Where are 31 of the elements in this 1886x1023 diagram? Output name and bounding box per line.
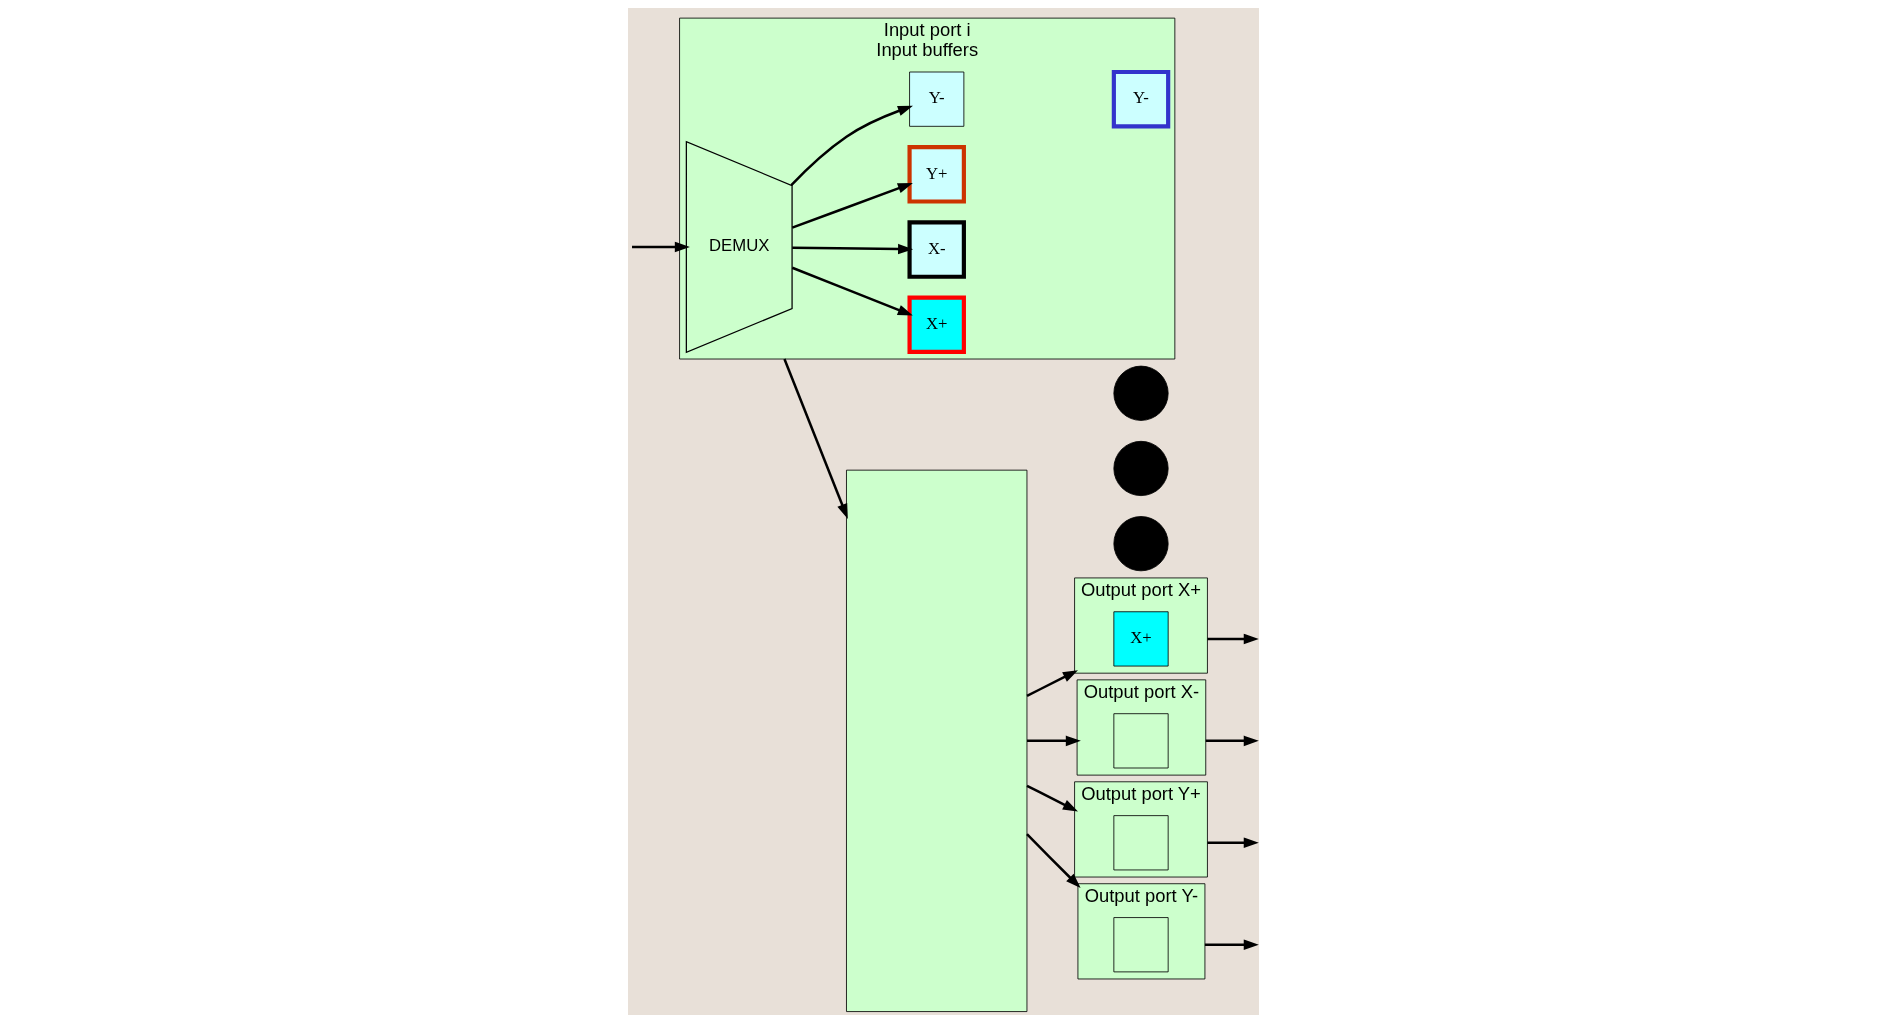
node-box	[1112, 713, 1169, 769]
node-box: X-	[906, 220, 966, 279]
node-circle	[1112, 440, 1169, 497]
node-box: Y+	[906, 145, 966, 204]
arrow	[789, 105, 913, 187]
node-box	[845, 469, 1027, 1012]
arrow	[1026, 735, 1081, 747]
node-circle	[1112, 516, 1169, 572]
arrow	[791, 243, 913, 255]
arrow	[631, 241, 690, 253]
node-box: X+	[1112, 611, 1169, 667]
node-circle	[1112, 365, 1169, 421]
arrow	[1025, 833, 1081, 889]
node-box: Y-	[1111, 69, 1170, 129]
arrow	[1025, 784, 1078, 812]
arrow	[791, 266, 913, 316]
arrow	[782, 358, 848, 519]
cluster: Output port Y+	[1073, 781, 1208, 878]
cluster: Output port X-	[1076, 679, 1206, 776]
arrow	[1206, 633, 1259, 645]
node-box: Y-	[908, 71, 964, 127]
arrow	[1206, 837, 1259, 849]
node-box: DEMUX	[685, 140, 793, 354]
arrow	[1025, 670, 1078, 697]
node-box: X+	[906, 295, 966, 354]
cluster: Output port Y-	[1077, 883, 1205, 980]
arrow	[791, 182, 913, 229]
node-box	[1112, 815, 1169, 871]
arrow	[1204, 939, 1259, 950]
arrow	[1205, 735, 1259, 747]
node-box	[1112, 917, 1169, 973]
